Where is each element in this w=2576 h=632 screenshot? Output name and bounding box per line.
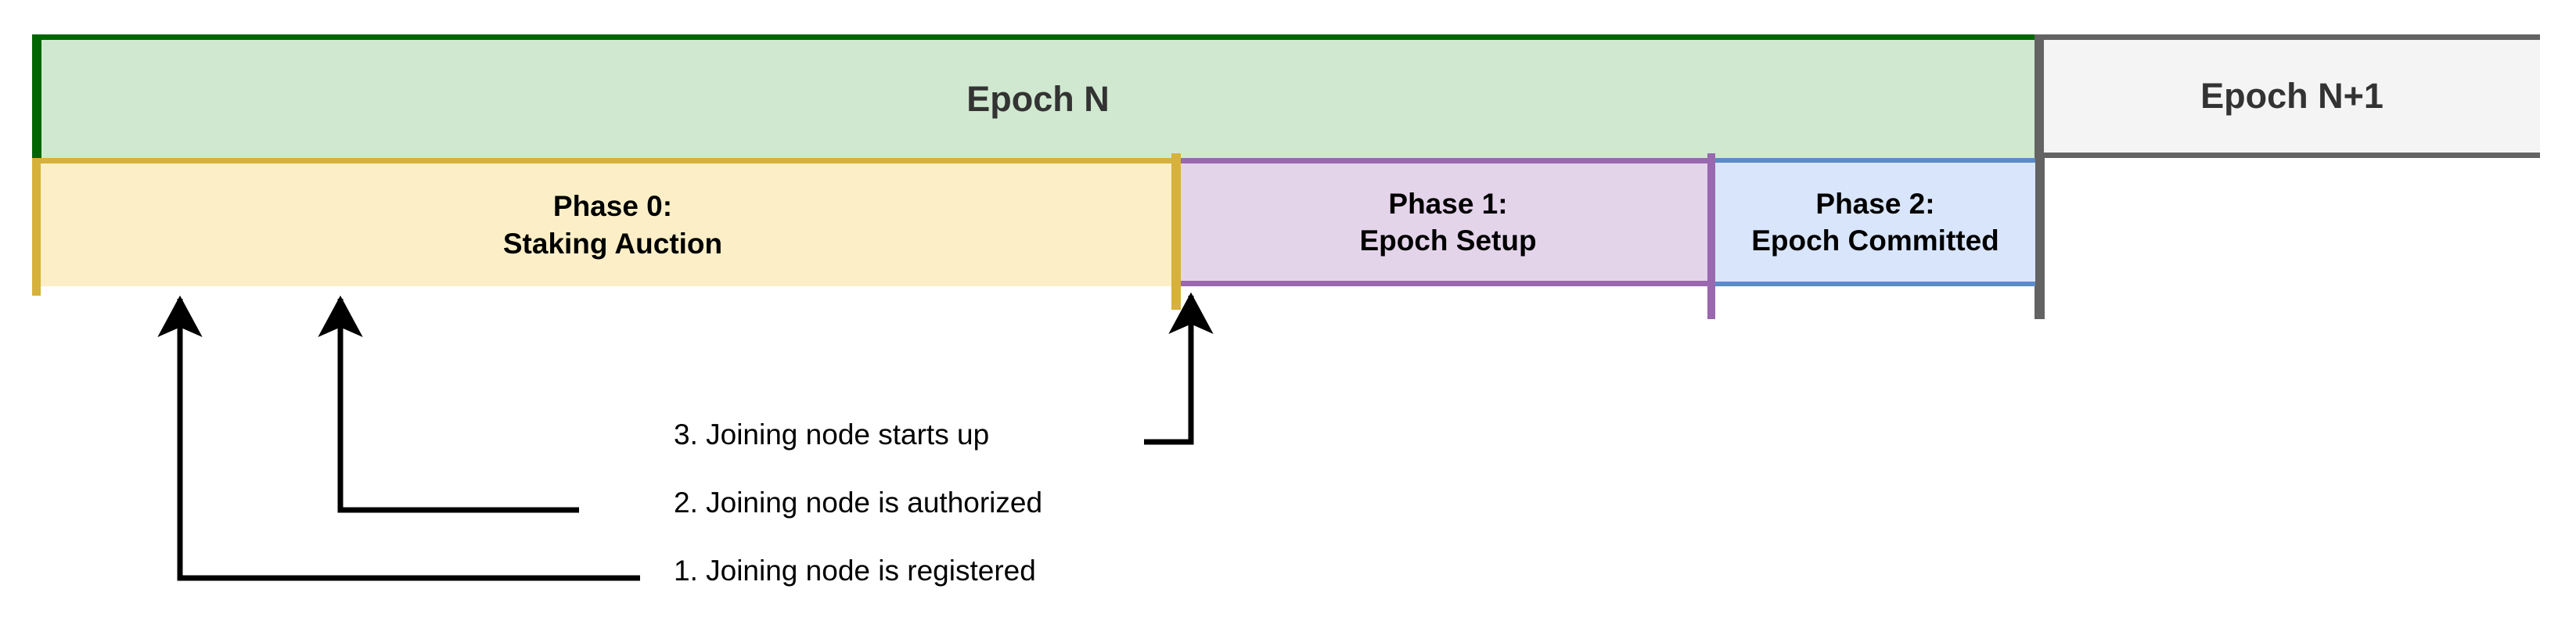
phase-2-subtitle: Epoch Committed xyxy=(1751,224,1999,257)
annotation-1-label: 1. Joining node is registered xyxy=(674,555,1036,587)
phase-0-box: Phase 0: Staking Auction xyxy=(32,158,1185,286)
phase-1-subtitle: Epoch Setup xyxy=(1359,224,1537,257)
epoch-boundary-divider xyxy=(2035,34,2045,319)
phase-2-title: Phase 2: xyxy=(1815,187,1935,220)
phase-2-box: Phase 2: Epoch Committed xyxy=(1715,158,2035,286)
epoch-n-plus-1-box: Epoch N+1 xyxy=(2044,34,2540,158)
epoch-n-label: Epoch N xyxy=(966,78,1110,119)
annotation-3-label: 3. Joining node starts up xyxy=(674,418,990,451)
epoch-n-box: Epoch N xyxy=(32,34,2035,158)
annotation-2-connector xyxy=(318,295,579,513)
annotation-3-connector xyxy=(1144,292,1214,445)
phase-0-end-tick xyxy=(1171,153,1181,310)
phase-0-subtitle: Staking Auction xyxy=(502,227,723,260)
phase-1-box: Phase 1: Epoch Setup xyxy=(1181,158,1715,286)
annotation-2-label: 2. Joining node is authorized xyxy=(674,487,1043,519)
epoch-n-plus-1-label: Epoch N+1 xyxy=(2200,76,2384,116)
phase-1-end-tick xyxy=(1707,153,1715,319)
phase-1-title: Phase 1: xyxy=(1388,187,1508,220)
phase-0-title: Phase 0: xyxy=(552,190,673,223)
annotation-1-connector xyxy=(157,295,640,581)
